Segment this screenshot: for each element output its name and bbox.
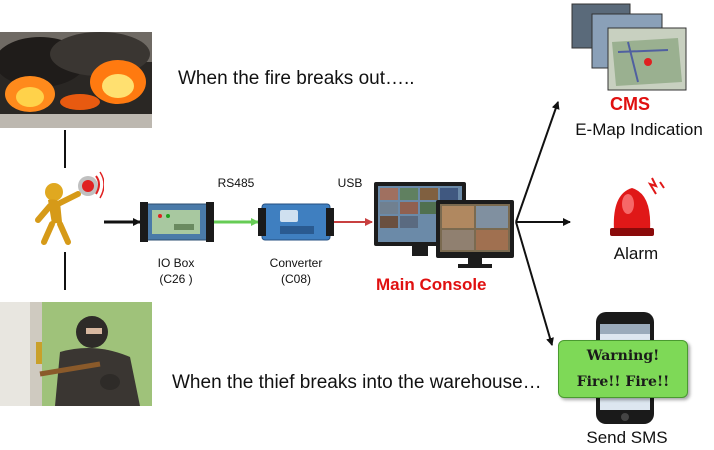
rs485-label: RS485 [217, 176, 255, 190]
cms-label: CMS [610, 94, 650, 114]
fire-photo [0, 32, 152, 128]
thief-photo [0, 302, 152, 406]
main-console-label: Main Console [376, 275, 487, 294]
alarm-siren-icon [604, 172, 666, 238]
fire-caption: When the fire breaks out….. [178, 68, 415, 89]
converter-label-line1: Converter [269, 256, 323, 270]
emap-indication-label: E-Map Indication [575, 120, 703, 139]
sms-message-box: Warning! Fire!! Fire!! [558, 340, 688, 398]
alarm-sensor-figure [30, 170, 105, 250]
converter-device [258, 198, 334, 246]
io-box-label-line2: (C26 ) [159, 272, 193, 286]
io-box-label-line1: IO Box [157, 256, 195, 270]
main-console-monitors [372, 178, 516, 270]
usb-label: USB [337, 176, 363, 190]
io-box-device [140, 198, 214, 246]
alarm-label: Alarm [613, 244, 659, 263]
cms-emap-screens [568, 2, 688, 94]
sms-line-fire: Fire!! Fire!! [576, 374, 670, 390]
converter-label-line2: (C08) [280, 272, 311, 286]
console-to-sms-arrow [515, 221, 554, 346]
thief-caption: When the thief breaks into the warehouse… [172, 372, 542, 393]
console-to-cms-arrow [515, 101, 560, 223]
send-sms-label: Send SMS [586, 428, 668, 447]
sms-line-warning: Warning! [586, 348, 660, 364]
